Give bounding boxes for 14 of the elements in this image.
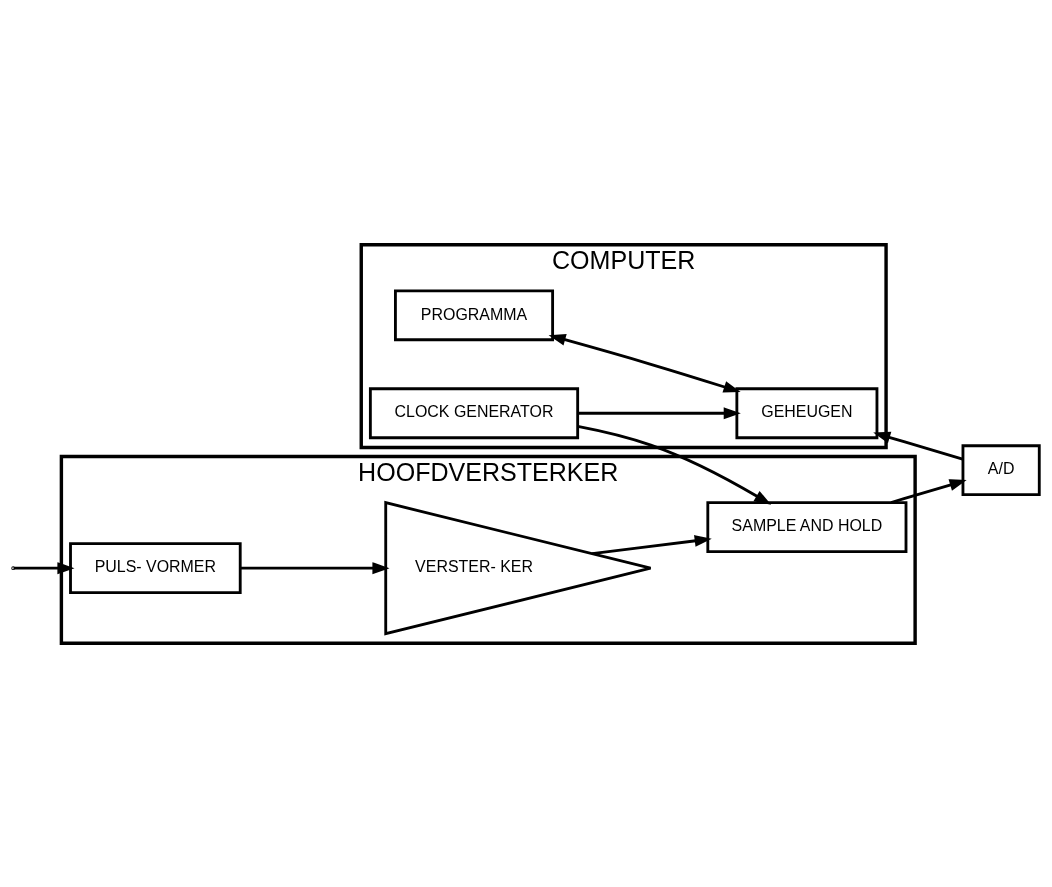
arrow xyxy=(890,478,967,504)
node-box: A/D xyxy=(961,443,1041,496)
arrow xyxy=(577,424,772,505)
arrow xyxy=(240,561,390,574)
node-box: SAMPLE AND HOLD xyxy=(706,500,908,553)
node-box: GEHEUGEN xyxy=(735,386,879,439)
node-box: PROGRAMMA xyxy=(394,288,555,341)
node-box: PULS- VORMER xyxy=(69,541,242,594)
arrow xyxy=(873,431,963,460)
arrow xyxy=(592,534,712,555)
arrow xyxy=(13,561,75,574)
arrow xyxy=(577,406,741,419)
arrow xyxy=(548,333,741,393)
node-box: CLOCK GENERATOR xyxy=(368,386,580,439)
